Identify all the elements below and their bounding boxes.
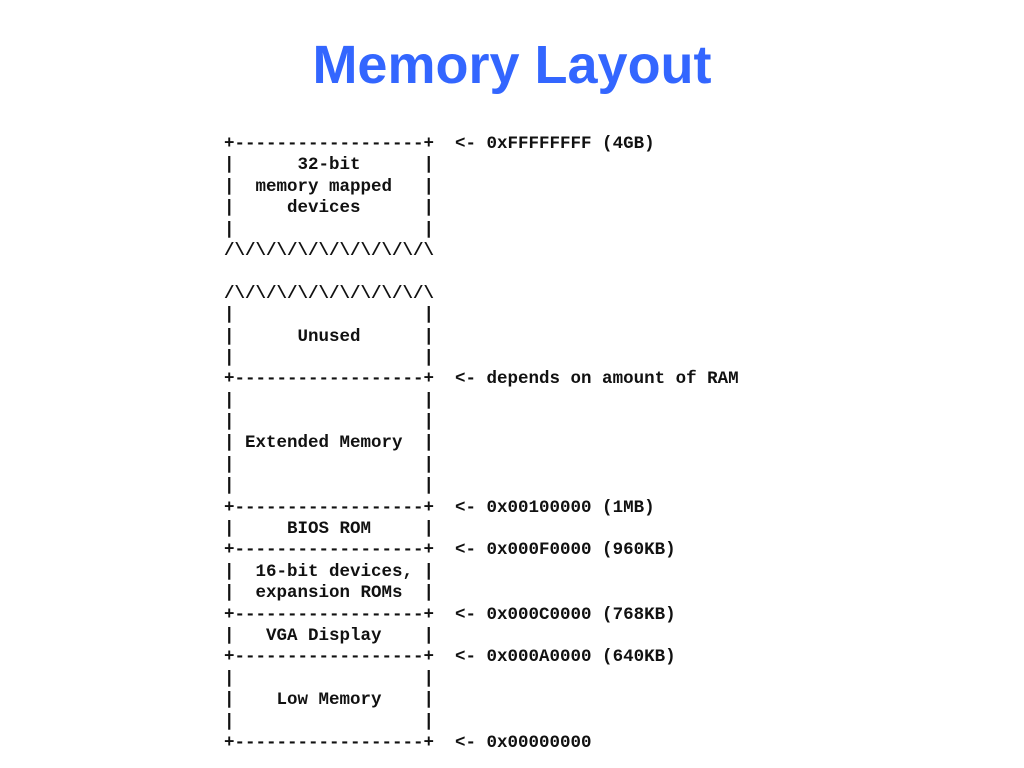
diagram-line: +------------------+ <- 0x000A0000 (640K… (224, 647, 676, 668)
diagram-line: | | (224, 347, 435, 368)
diagram-line: +------------------+ <- depends on amoun… (224, 369, 739, 390)
diagram-line: | Low Memory | (224, 690, 435, 711)
memory-layout-diagram: +------------------+ <- 0xFFFFFFFF (4GB)… (224, 134, 739, 754)
diagram-line: | | (224, 412, 435, 433)
diagram-line: | expansion ROMs | (224, 583, 435, 604)
diagram-line: +------------------+ <- 0x000F0000 (960K… (224, 540, 676, 561)
diagram-line: | | (224, 711, 435, 732)
diagram-line: +------------------+ <- 0x000C0000 (768K… (224, 604, 676, 625)
diagram-line: | | (224, 305, 435, 326)
diagram-line: | | (224, 476, 435, 497)
diagram-line: | BIOS ROM | (224, 519, 435, 540)
diagram-line: | 32-bit | (224, 155, 435, 176)
diagram-line (224, 262, 739, 283)
diagram-line: | memory mapped | (224, 176, 435, 197)
diagram-line: | | (224, 668, 435, 689)
diagram-line: | devices | (224, 198, 435, 219)
slide-title: Memory Layout (312, 35, 712, 95)
diagram-line: +------------------+ <- 0xFFFFFFFF (4GB) (224, 134, 655, 154)
diagram-line: | Unused | (224, 326, 435, 347)
diagram-line: +------------------+ <- 0x00100000 (1MB) (224, 497, 655, 518)
diagram-line: /\/\/\/\/\/\/\/\/\/\ (224, 283, 435, 304)
diagram-line: | 16-bit devices, | (224, 561, 435, 582)
diagram-line: | | (224, 454, 435, 475)
diagram-line: | | (224, 219, 435, 240)
diagram-line: | | (224, 390, 435, 411)
diagram-line: +------------------+ <- 0x00000000 (224, 732, 592, 753)
diagram-line: /\/\/\/\/\/\/\/\/\/\ (224, 240, 435, 261)
diagram-line: | VGA Display | (224, 625, 435, 646)
diagram-line: | Extended Memory | (224, 433, 435, 454)
